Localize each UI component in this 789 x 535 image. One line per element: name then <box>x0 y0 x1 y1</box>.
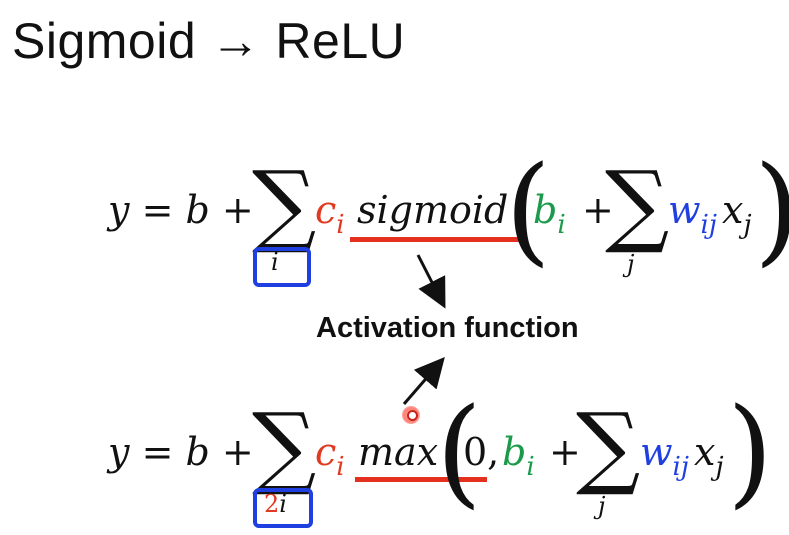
slide-title: Sigmoid → ReLU <box>12 13 406 69</box>
eq1-red-underline <box>350 237 522 242</box>
eq2-right-paren: ) <box>727 382 774 520</box>
arrow-down <box>416 254 446 309</box>
eq2-zero: 0, <box>463 430 500 474</box>
eq2-sum-index: 2i <box>264 490 287 518</box>
eq2-y: y <box>108 430 130 474</box>
eq2-plus2: + <box>549 430 581 474</box>
eq1-sum-index: i <box>271 248 279 276</box>
eq1-func-sigmoid: sigmoid <box>357 188 509 232</box>
eq1-b-i: bi <box>533 188 566 240</box>
eq2-x-j: xj <box>694 430 724 482</box>
eq1-sum-index-box <box>253 247 311 287</box>
arrow-up <box>402 356 445 405</box>
eq1-sum-symbol: ∑ <box>252 152 317 257</box>
eq2-func-max: max <box>358 430 439 474</box>
eq1-inner-sum-symbol: ∑ <box>605 152 670 257</box>
eq2-inner-sum-index: j <box>598 492 606 520</box>
eq1-b: b <box>185 188 210 232</box>
eq2-inner-sum-symbol: ∑ <box>576 394 641 499</box>
eq1-c: ci <box>315 188 345 240</box>
eq2-c: ci <box>315 430 345 482</box>
eq1-inner-sum-index: j <box>627 250 635 278</box>
activation-function-label: Activation function <box>316 312 579 344</box>
eq1-right-paren: ) <box>754 150 789 268</box>
pointer-cursor-dot <box>407 410 418 421</box>
eq2-left-paren: ( <box>436 382 483 520</box>
eq2-red-underline <box>355 477 487 482</box>
eq1-left-paren: ( <box>505 140 552 278</box>
eq2-sum-symbol: ∑ <box>252 394 317 499</box>
eq1-w-ij: wij <box>668 188 717 240</box>
eq1-plus2: + <box>582 188 614 232</box>
eq2-w-ij: wij <box>640 430 689 482</box>
eq1-equals: = <box>141 188 174 232</box>
eq1-x-j: xj <box>722 188 752 240</box>
eq2-plus: + <box>221 430 254 474</box>
eq1-y: y <box>108 188 130 232</box>
eq2-b-i: bi <box>502 430 535 482</box>
eq2-sum-index-box <box>253 488 313 528</box>
eq1-plus: + <box>221 188 254 232</box>
eq2-b: b <box>185 430 210 474</box>
eq2-equals: = <box>141 430 174 474</box>
